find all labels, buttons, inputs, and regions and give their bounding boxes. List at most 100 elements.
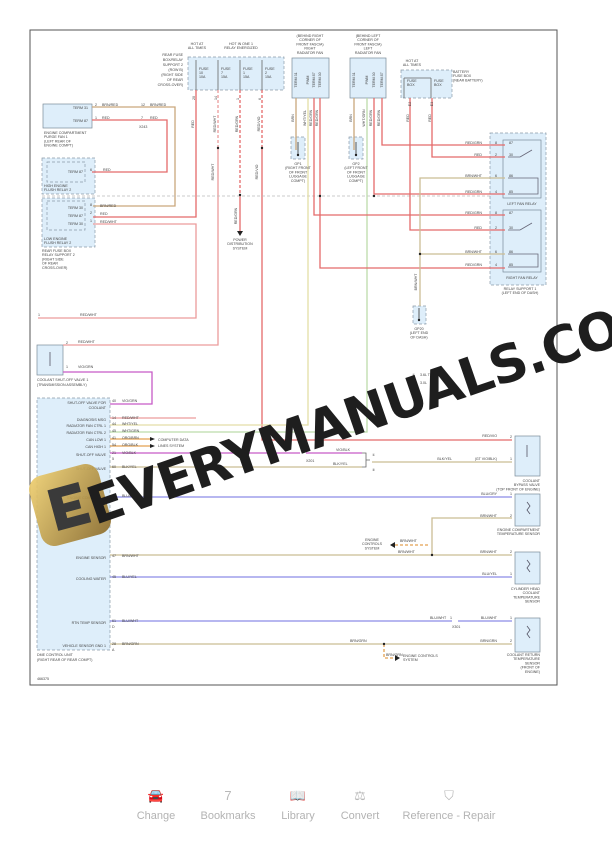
diagram-label: SYSTEM bbox=[233, 246, 248, 250]
wire-brn-red bbox=[92, 106, 176, 207]
diagram-label: VIO/GRN bbox=[122, 399, 138, 403]
diagram-label: TERM 31 bbox=[73, 106, 88, 110]
nav-change[interactable]: 🚘 Change bbox=[137, 786, 176, 822]
diagram-label: 6 bbox=[90, 168, 92, 172]
diagram-label: 47 bbox=[112, 554, 116, 558]
wire-red-grn-rf1 bbox=[313, 98, 505, 216]
diagram-label: (FRONT OF bbox=[521, 666, 541, 670]
diagram-label: FUSE bbox=[434, 79, 444, 83]
diagram-label: BLK/YEL bbox=[333, 462, 348, 466]
wire-wht-yel bbox=[110, 98, 309, 426]
splice-dot bbox=[417, 318, 421, 322]
diagram-label: OF DASH) bbox=[410, 335, 427, 339]
computer-data-arrow-1 bbox=[150, 437, 155, 441]
splice-dot bbox=[354, 153, 358, 157]
diagram-label: LEFT bbox=[364, 47, 374, 51]
diagram-label: ENGINE COMPARTMENT bbox=[497, 528, 540, 532]
diagram-label: OF REAR bbox=[42, 262, 58, 266]
diagram-label: VIO/GRN bbox=[78, 365, 94, 369]
diagram-label: 8 bbox=[495, 141, 497, 145]
engine-controls-arrow-2 bbox=[395, 655, 400, 661]
diagram-label: CORNER OF bbox=[299, 38, 321, 42]
diagram-label: RED/GRN bbox=[465, 141, 482, 145]
left-fan-relay bbox=[502, 139, 542, 199]
diagram-label: BRN/RED bbox=[100, 204, 117, 208]
diagram-label: SUPPORT 2 bbox=[163, 63, 183, 67]
diagram-label: (RIGHT SIDE bbox=[161, 73, 183, 77]
nav-convert-label: Convert bbox=[340, 810, 380, 822]
diagram-label: SYSTEM bbox=[403, 658, 418, 662]
diagram-label: X243 bbox=[139, 125, 147, 129]
wire-red-vio-bypass bbox=[261, 148, 512, 441]
diagram-label: GP1 bbox=[294, 162, 301, 166]
diagram-label: TERM 87 bbox=[380, 72, 384, 87]
wire-red-bat2 bbox=[431, 98, 505, 158]
diagram-label: 2 bbox=[510, 514, 512, 518]
diagram-label: FUSE BOX bbox=[453, 74, 472, 78]
diagram-label: RED bbox=[102, 116, 110, 120]
reader-icon: ⛉ bbox=[444, 788, 454, 803]
diagram-label: RADIATOR FAN bbox=[355, 51, 382, 55]
diagram-label: BLU/WHT bbox=[430, 616, 447, 620]
diagram-label: RELAY SUPPORT 2 bbox=[42, 253, 75, 257]
diagram-label: OF FRONT bbox=[347, 170, 366, 174]
diagram-label: 6 bbox=[495, 174, 497, 178]
diagram-label: 85 bbox=[509, 263, 513, 267]
nav-convert[interactable]: ⚖ Convert bbox=[341, 786, 380, 822]
right-fan-relay bbox=[502, 209, 542, 273]
diagram-label: OF REAR bbox=[167, 78, 183, 82]
diagram-label: 7 bbox=[303, 448, 305, 452]
diagram-label: LUGGAGE bbox=[347, 175, 365, 179]
diagram-label: 10 bbox=[199, 71, 203, 75]
diagram-label: 20 bbox=[192, 96, 196, 100]
diagram-label: 1 bbox=[450, 616, 452, 620]
diagram-label: RED/GRN bbox=[235, 115, 239, 132]
diagram-label: 12 bbox=[141, 103, 145, 107]
diagram-label: (LEFT END bbox=[410, 331, 429, 335]
diagram-label: 86 bbox=[509, 250, 513, 254]
diagram-label: LUGGAGE bbox=[289, 175, 307, 179]
diagram-label: RED/GRN bbox=[369, 109, 373, 126]
diagram-label: RED bbox=[191, 120, 195, 128]
diagram-label: BLU/GRY bbox=[481, 492, 497, 496]
diagram-label: RED/VIO bbox=[255, 164, 259, 179]
diagram-label: 87 bbox=[509, 211, 513, 215]
diagram-label: BLU/WHT bbox=[122, 619, 139, 623]
diagram-label: TERM 87 bbox=[73, 119, 88, 123]
diagram-label: BOX/RELAY bbox=[163, 58, 184, 62]
bottom-navigation-bar: 🚘 Change 7 Bookmarks 📖 Library ⚖ Convert… bbox=[120, 786, 520, 830]
diagram-label: RED/WHT bbox=[211, 163, 215, 181]
diagram-label: FUSE bbox=[199, 67, 209, 71]
diagram-label: (BEHIND LEFT bbox=[356, 34, 381, 38]
diagram-label: ① bbox=[412, 373, 416, 377]
diagram-label: 8 bbox=[90, 203, 92, 207]
splice-dot bbox=[296, 153, 300, 157]
diagram-label: COOLANT bbox=[89, 406, 107, 410]
diagram-label: FUSE bbox=[221, 67, 231, 71]
diagram-label: 2 bbox=[495, 153, 497, 157]
gp20-box bbox=[412, 305, 427, 325]
diagram-label: SYSTEM bbox=[365, 546, 380, 550]
nav-library[interactable]: 📖 Library bbox=[281, 786, 315, 822]
diagram-label: BLK/YEL bbox=[122, 465, 137, 469]
diagram-label: HOT AT bbox=[406, 59, 419, 63]
diagram-label: ENGINE SENSOR bbox=[76, 556, 106, 560]
diagram-label: FRONT FASCIA) bbox=[296, 42, 323, 46]
nav-reference-label: Reference - Repair bbox=[402, 810, 496, 822]
diagram-label: SENSOR bbox=[525, 600, 541, 604]
diagram-label: 2 bbox=[95, 103, 97, 107]
diagram-label: BOX bbox=[434, 83, 442, 87]
diagram-label: VIO/BLK bbox=[336, 448, 351, 452]
diagram-label: 2 bbox=[495, 226, 497, 230]
nav-reference-repair[interactable]: ⛉ Reference - Repair bbox=[403, 786, 496, 822]
diagram-label: BRN/WHT bbox=[465, 174, 483, 178]
diagram-label: BRN/WHT bbox=[400, 539, 418, 543]
diagram-label: 30 bbox=[509, 153, 513, 157]
nav-bookmarks[interactable]: 7 Bookmarks bbox=[200, 786, 255, 822]
diagram-label: RED/GRN bbox=[465, 263, 482, 267]
diagram-label: TERM 31 bbox=[294, 72, 298, 87]
diagram-label: TEMPERATURE bbox=[513, 657, 540, 661]
diagram-label: TEMPERATURE bbox=[513, 595, 540, 599]
diagram-label: RTN TEMP SENSOR bbox=[72, 621, 107, 625]
diagram-label: CAN HIGH 1 bbox=[85, 445, 106, 449]
